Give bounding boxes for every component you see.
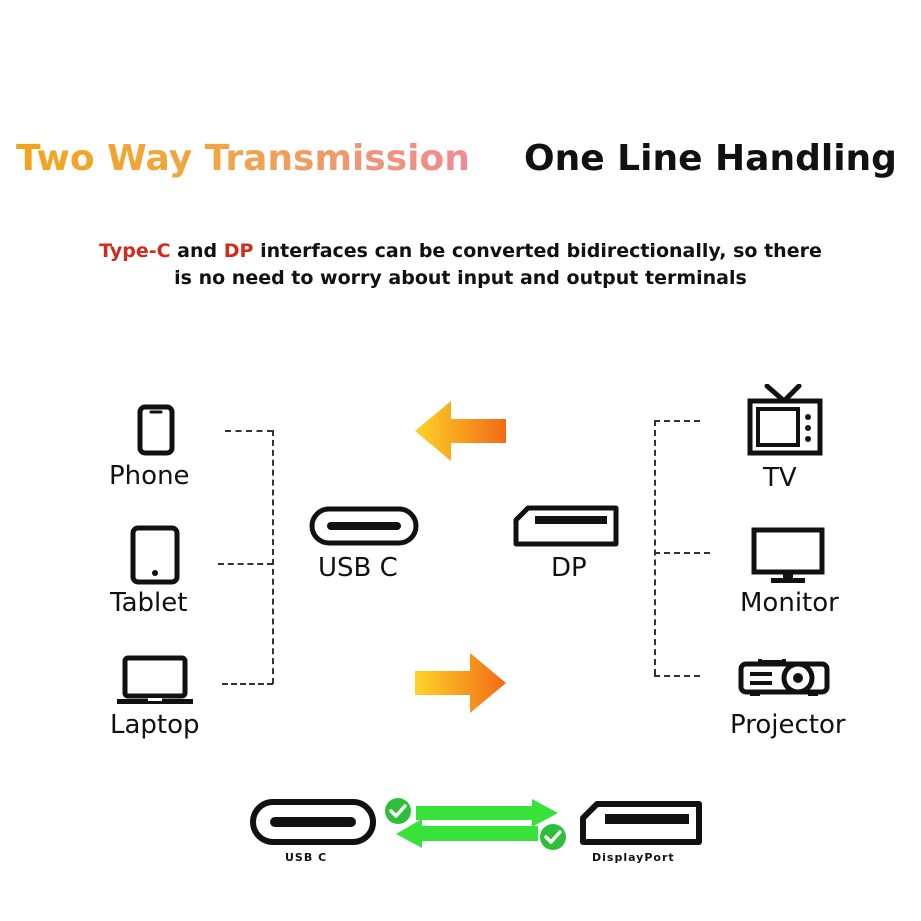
headline-right: One Line Handling xyxy=(524,138,897,179)
subtitle-text-1: and xyxy=(170,240,224,262)
bottom-label-usb-c: USB C xyxy=(285,851,328,864)
projector-icon xyxy=(738,656,830,698)
subtitle-highlight-dp: DP xyxy=(223,240,254,262)
tablet-icon xyxy=(130,525,180,585)
subtitle-text-2: interfaces can be converted bidirectiona… xyxy=(253,240,822,262)
arrow-left-icon xyxy=(413,399,508,463)
arrow-right-icon xyxy=(413,651,508,715)
subtitle-line-2: is no need to worry about input and outp… xyxy=(174,267,747,289)
dashed-bus-right xyxy=(654,420,656,675)
device-label-monitor: Monitor xyxy=(740,588,839,618)
dashed-connector xyxy=(654,420,700,422)
subtitle-line-1: Type-C and DP interfaces can be converte… xyxy=(0,238,921,265)
dashed-connector xyxy=(222,683,273,685)
device-label-tv: TV xyxy=(763,463,797,493)
port-label-dp: DP xyxy=(551,553,587,583)
tv-icon xyxy=(747,384,823,456)
device-label-laptop: Laptop xyxy=(110,710,200,740)
monitor-icon xyxy=(751,527,825,585)
dashed-connector xyxy=(225,430,273,432)
dp-port-icon-bottom xyxy=(579,800,703,846)
phone-icon xyxy=(137,404,175,456)
device-label-projector: Projector xyxy=(730,710,846,740)
check-icon xyxy=(384,797,412,825)
device-label-phone: Phone xyxy=(109,461,190,491)
device-label-tablet: Tablet xyxy=(110,588,188,618)
dashed-connector xyxy=(654,675,700,677)
check-icon xyxy=(539,823,567,851)
subtitle-highlight-typec: Type-C xyxy=(99,240,171,262)
bottom-label-displayport: DisplayPort xyxy=(592,851,675,864)
headline-left: Two Way Transmission xyxy=(16,138,470,179)
subtitle: Type-C and DP interfaces can be converte… xyxy=(0,238,921,292)
usb-c-port-icon-bottom xyxy=(250,799,376,845)
dashed-connector xyxy=(218,563,273,565)
dashed-bus-left xyxy=(272,430,274,684)
bidirectional-green-arrows xyxy=(382,796,572,852)
dp-port-icon xyxy=(513,505,619,547)
headline: Two Way Transmission One Line Handling xyxy=(0,138,921,198)
laptop-icon xyxy=(115,655,195,707)
dashed-connector xyxy=(654,552,710,554)
usb-c-port-icon xyxy=(309,506,419,546)
port-label-usb-c: USB C xyxy=(318,553,398,583)
